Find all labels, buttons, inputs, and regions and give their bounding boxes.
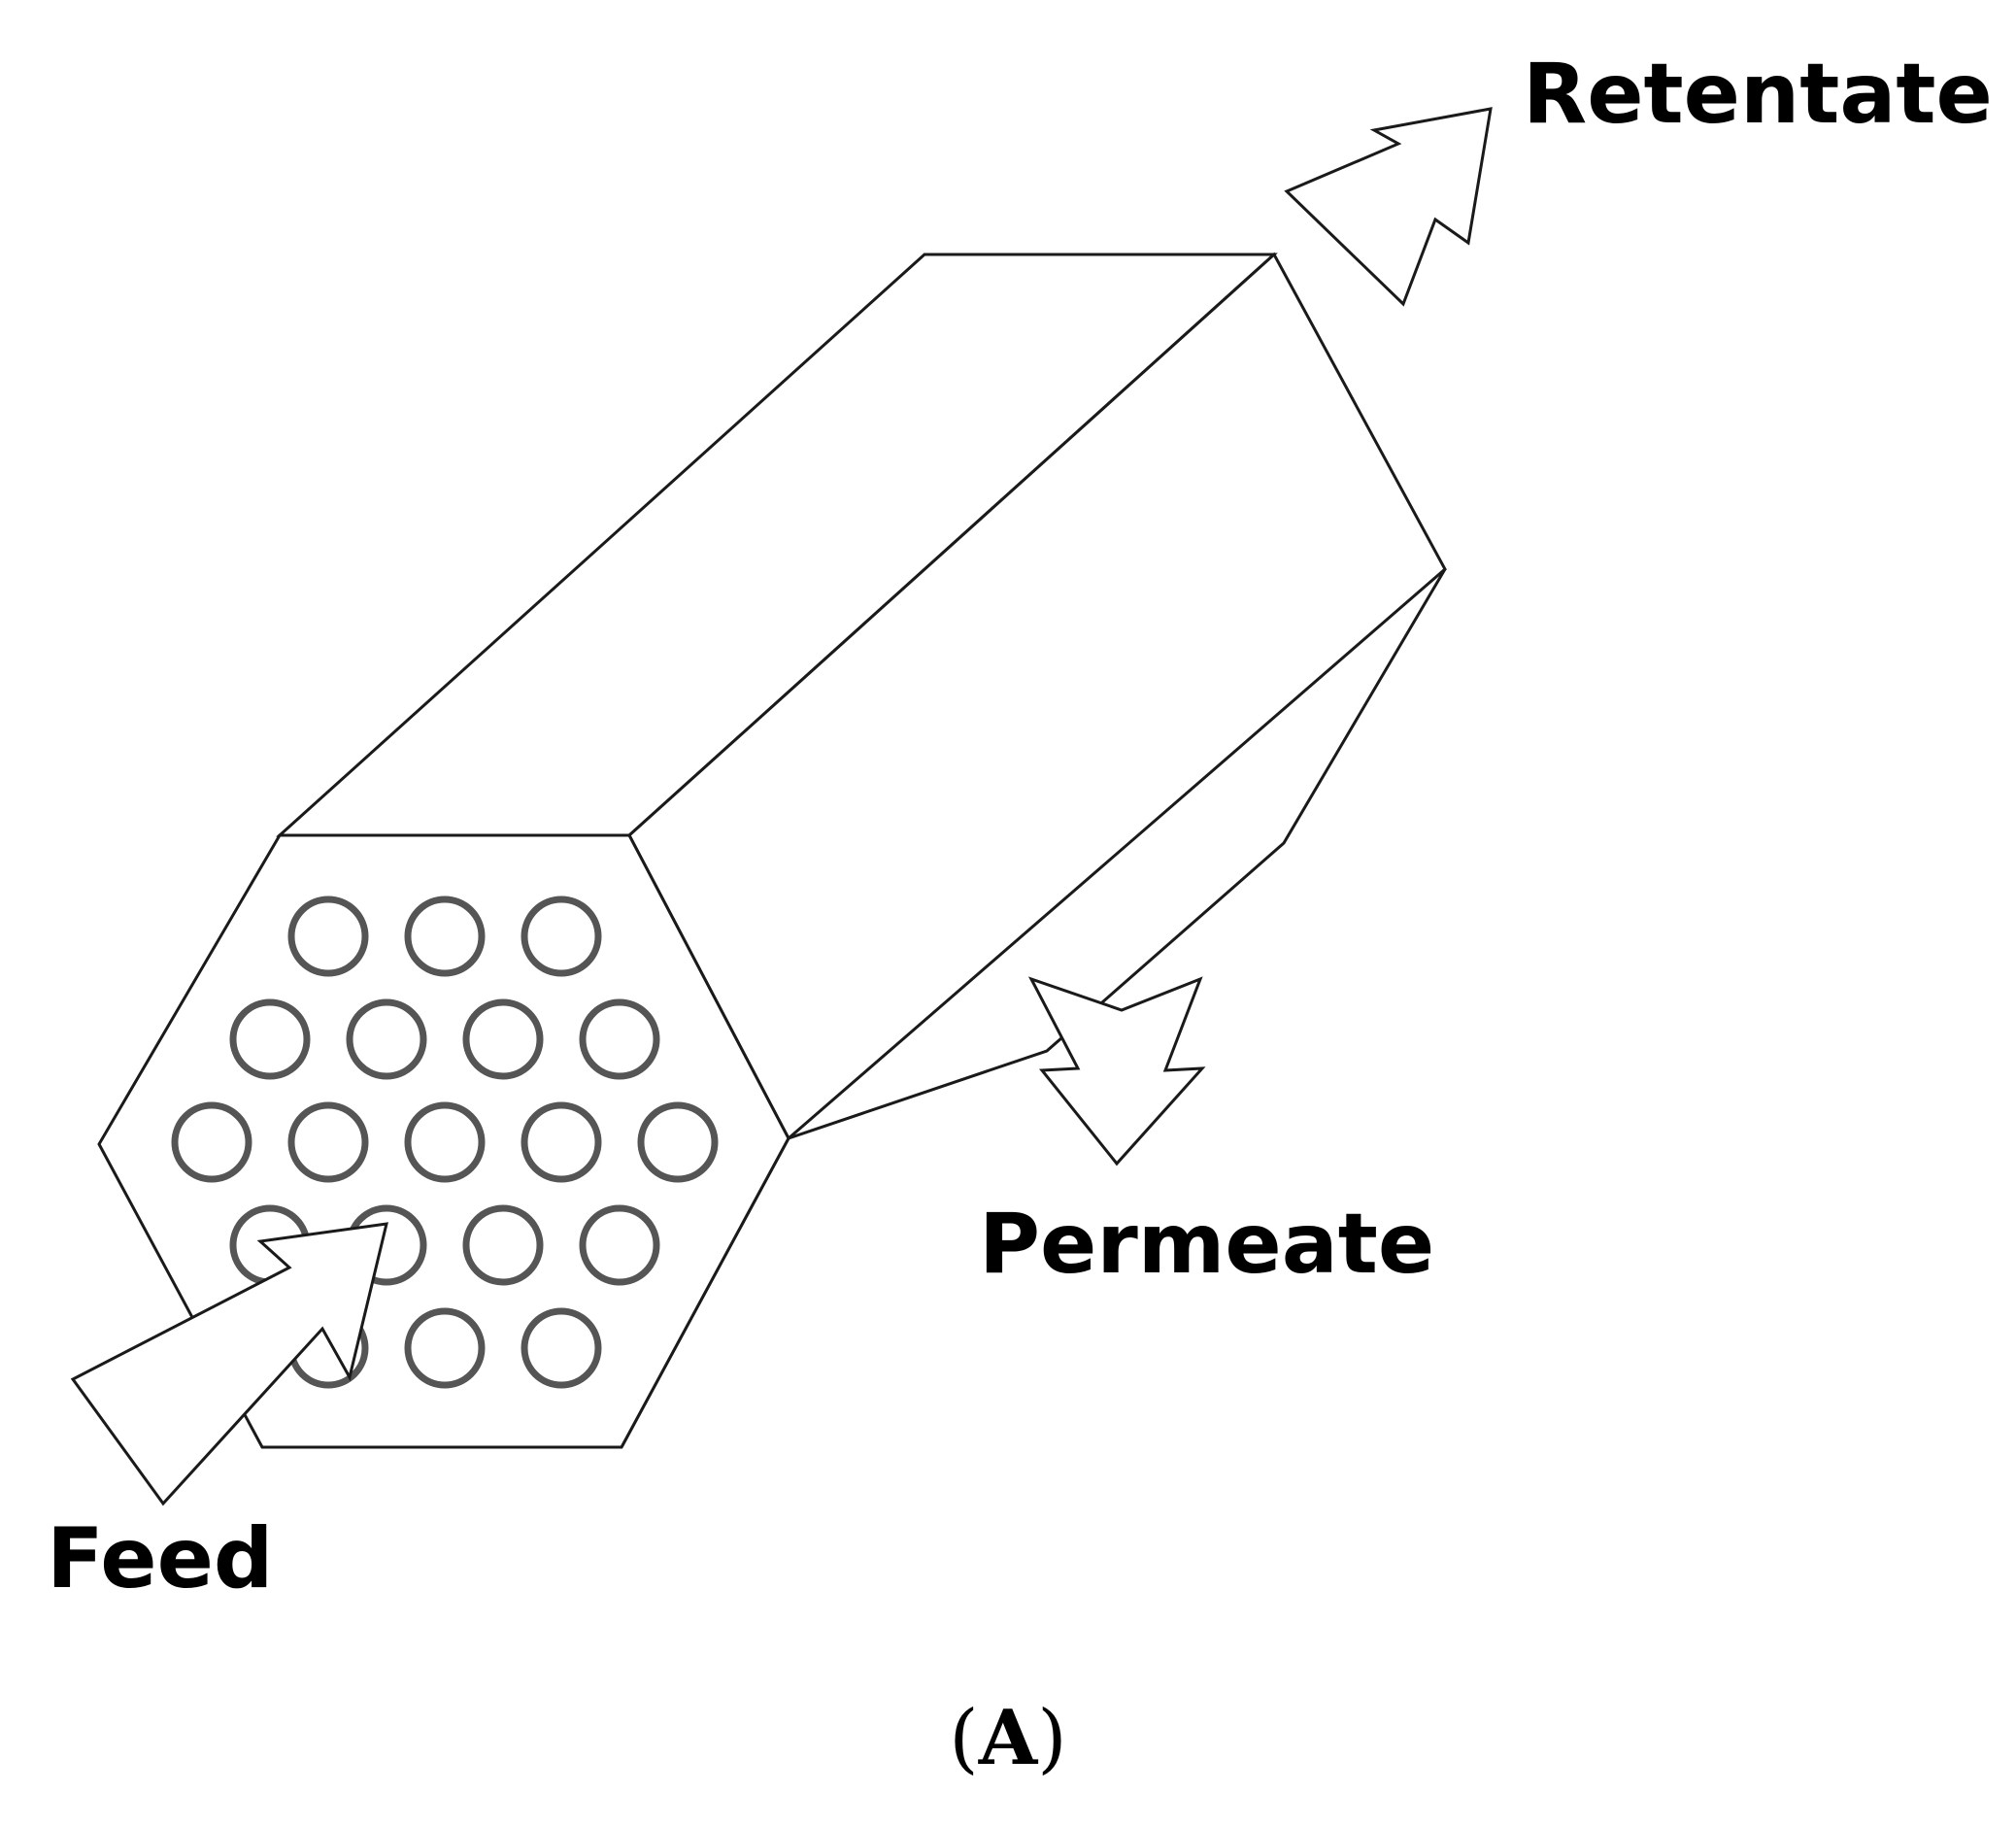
feed-label: Feed [47, 1510, 273, 1607]
membrane-channel [637, 1101, 719, 1183]
membrane-channel [462, 1204, 544, 1286]
permeate-label: Permeate [979, 1196, 1434, 1293]
membrane-channel [287, 896, 369, 977]
figure-caption: (A) [949, 1694, 1066, 1782]
permeate-arrow [1027, 976, 1206, 1167]
membrane-channel [462, 998, 544, 1080]
membrane-channels [171, 896, 719, 1389]
membrane-channel [171, 1101, 252, 1183]
membrane-channel [346, 998, 427, 1080]
membrane-channel [579, 998, 660, 1080]
membrane-channel [404, 896, 486, 977]
feed-arrow [70, 1222, 388, 1506]
membrane-channel [521, 1307, 602, 1389]
caption-open-paren: ( [949, 1695, 978, 1782]
caption-letter: A [978, 1694, 1039, 1782]
membrane-channel [521, 896, 602, 977]
membrane-channel [521, 1101, 602, 1183]
membrane-channel [404, 1307, 486, 1389]
membrane-channel [579, 1204, 660, 1286]
retentate-label: Retentate [1523, 46, 1993, 143]
caption-close-paren: ) [1037, 1695, 1066, 1782]
membrane-channel [287, 1101, 369, 1183]
retentate-arrow [1284, 107, 1493, 307]
membrane-channel [229, 998, 311, 1080]
membrane-channel [404, 1101, 486, 1183]
